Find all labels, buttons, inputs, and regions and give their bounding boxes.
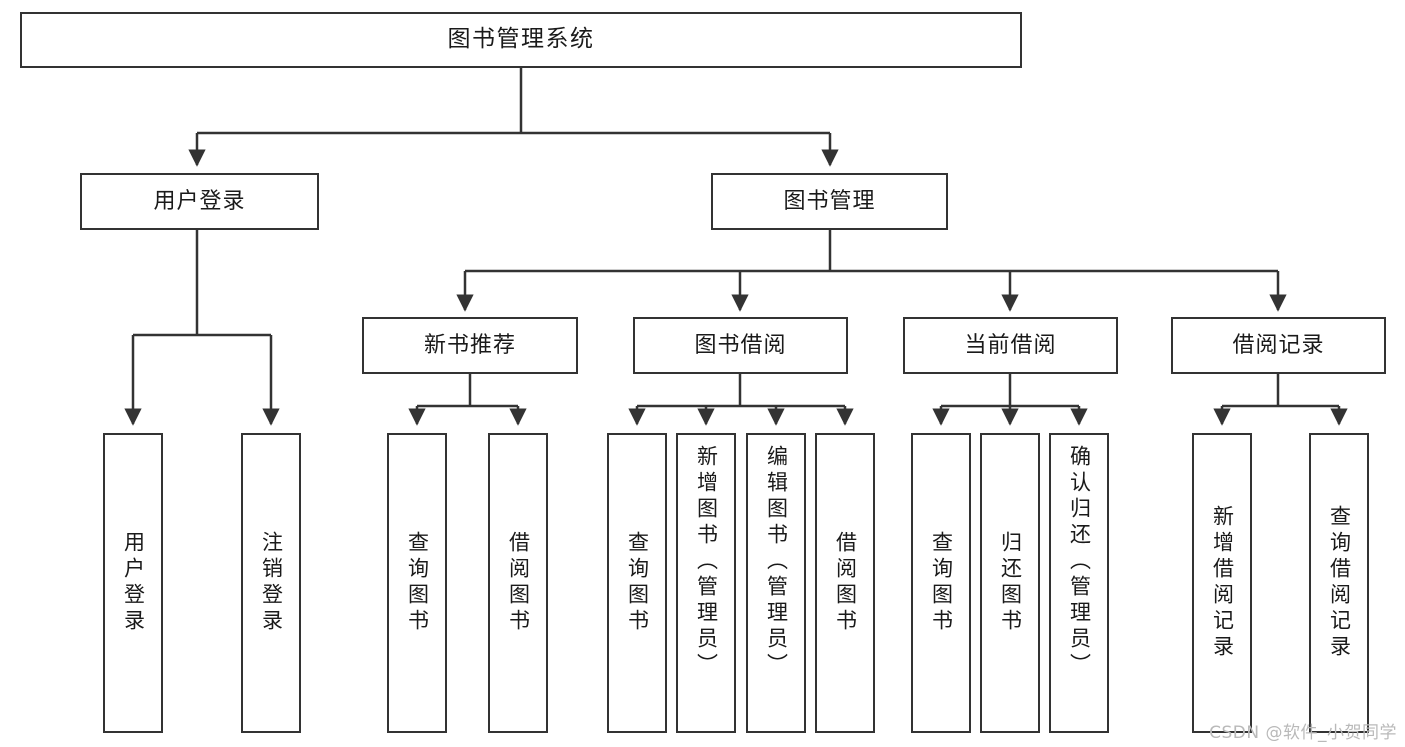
node-label: 用户登录	[153, 188, 246, 214]
node-borrow-record[interactable]: 借阅记录	[1171, 317, 1386, 374]
node-root-system[interactable]: 图书管理系统	[20, 12, 1022, 68]
leaf-confirm-return-admin[interactable]: 确认归还（管理员）	[1049, 433, 1109, 733]
leaf-logout-login[interactable]: 注销登录	[241, 433, 301, 733]
node-label: 查询借阅记录	[1327, 505, 1352, 661]
leaf-return-book[interactable]: 归还图书	[980, 433, 1040, 733]
leaf-borrow-book-borrow[interactable]: 借阅图书	[815, 433, 875, 733]
node-book-borrow[interactable]: 图书借阅	[633, 317, 848, 374]
node-label: 查询图书	[929, 531, 954, 635]
leaf-query-borrow-record[interactable]: 查询借阅记录	[1309, 433, 1369, 733]
node-label: 当前借阅	[964, 332, 1057, 358]
node-label: 图书借阅	[694, 332, 787, 358]
node-label: 新增图书（管理员）	[694, 445, 719, 679]
leaf-query-book-current[interactable]: 查询图书	[911, 433, 971, 733]
node-label: 借阅图书	[833, 531, 858, 635]
node-current-borrow[interactable]: 当前借阅	[903, 317, 1118, 374]
node-label: 图书管理系统	[447, 26, 595, 53]
node-user-login[interactable]: 用户登录	[80, 173, 319, 230]
node-label: 归还图书	[998, 531, 1023, 635]
leaf-add-book-admin[interactable]: 新增图书（管理员）	[676, 433, 736, 733]
leaf-query-book-borrow[interactable]: 查询图书	[607, 433, 667, 733]
node-label: 借阅记录	[1232, 332, 1325, 358]
leaf-borrow-book-rec[interactable]: 借阅图书	[488, 433, 548, 733]
node-label: 新书推荐	[423, 332, 516, 358]
csdn-watermark: CSDN @软件_小贺同学	[1209, 723, 1397, 743]
node-label: 注销登录	[259, 531, 284, 635]
leaf-edit-book-admin[interactable]: 编辑图书（管理员）	[746, 433, 806, 733]
node-label: 图书管理	[783, 188, 876, 214]
node-label: 查询图书	[405, 531, 430, 635]
node-label: 新增借阅记录	[1210, 505, 1235, 661]
node-label: 编辑图书（管理员）	[764, 445, 789, 679]
leaf-user-login[interactable]: 用户登录	[103, 433, 163, 733]
node-label: 确认归还（管理员）	[1067, 445, 1092, 679]
node-book-manage[interactable]: 图书管理	[711, 173, 948, 230]
node-label: 借阅图书	[506, 531, 531, 635]
leaf-query-book-rec[interactable]: 查询图书	[387, 433, 447, 733]
node-new-book-rec[interactable]: 新书推荐	[362, 317, 578, 374]
node-label: 查询图书	[625, 531, 650, 635]
node-label: 用户登录	[121, 531, 146, 635]
leaf-add-borrow-record[interactable]: 新增借阅记录	[1192, 433, 1252, 733]
